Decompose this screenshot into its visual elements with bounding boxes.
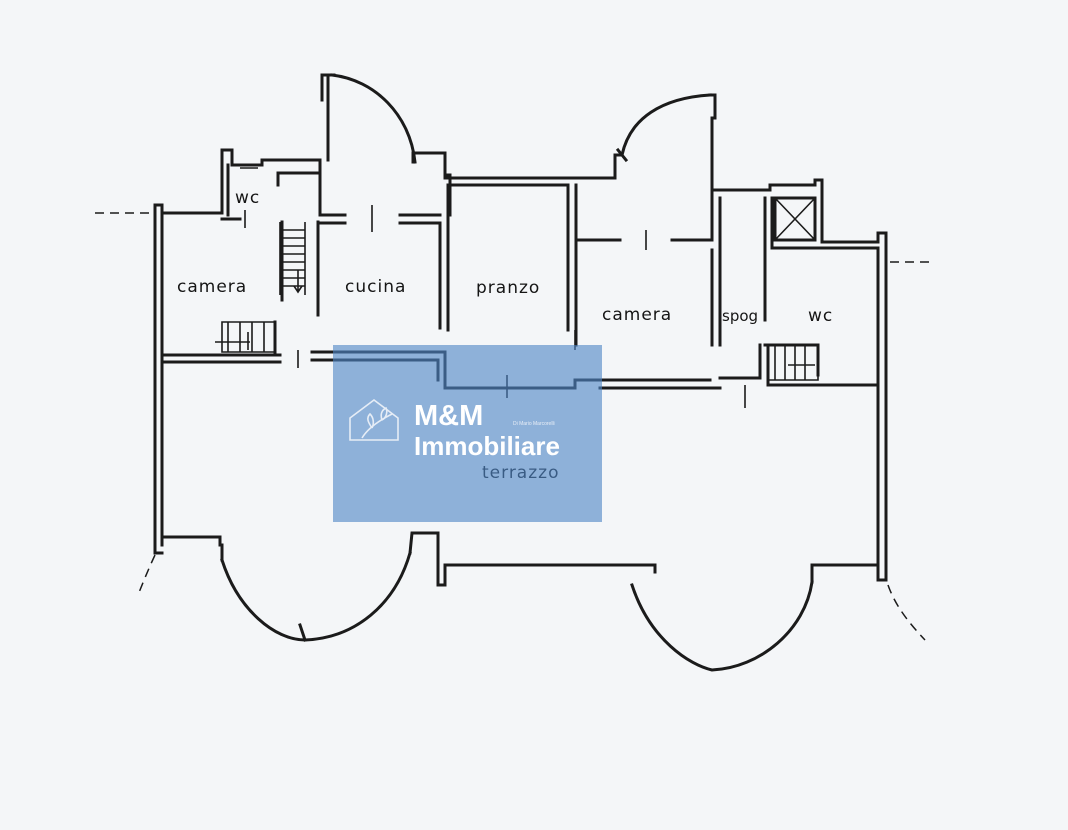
dashed-lines — [95, 212, 935, 641]
bay-windows — [160, 73, 880, 672]
watermark-box — [333, 345, 602, 522]
room-label-wc-left: wc — [235, 188, 260, 208]
room-label-camera-right: camera — [602, 305, 672, 325]
watermark-brand-line2: Immobiliare — [414, 431, 560, 461]
room-label-cucina: cucina — [345, 277, 406, 297]
room-label-camera-left: camera — [177, 277, 247, 297]
house-leaf-icon — [349, 399, 399, 441]
room-label-wc-right: wc — [808, 306, 833, 326]
wc-left-box — [226, 163, 258, 217]
watermark-tagline: Di Mario Marcorelli — [513, 421, 555, 427]
room-label-pranzo: pranzo — [476, 278, 540, 298]
small-stair-right — [768, 344, 819, 381]
watermark-brand-line1: M&M — [414, 400, 483, 432]
watermark: M&M Di Mario Marcorelli Immobiliare — [333, 345, 602, 522]
shaft — [773, 196, 817, 242]
small-stair-left — [215, 321, 276, 353]
staircase — [279, 222, 306, 295]
room-label-spog: spog — [722, 307, 758, 325]
